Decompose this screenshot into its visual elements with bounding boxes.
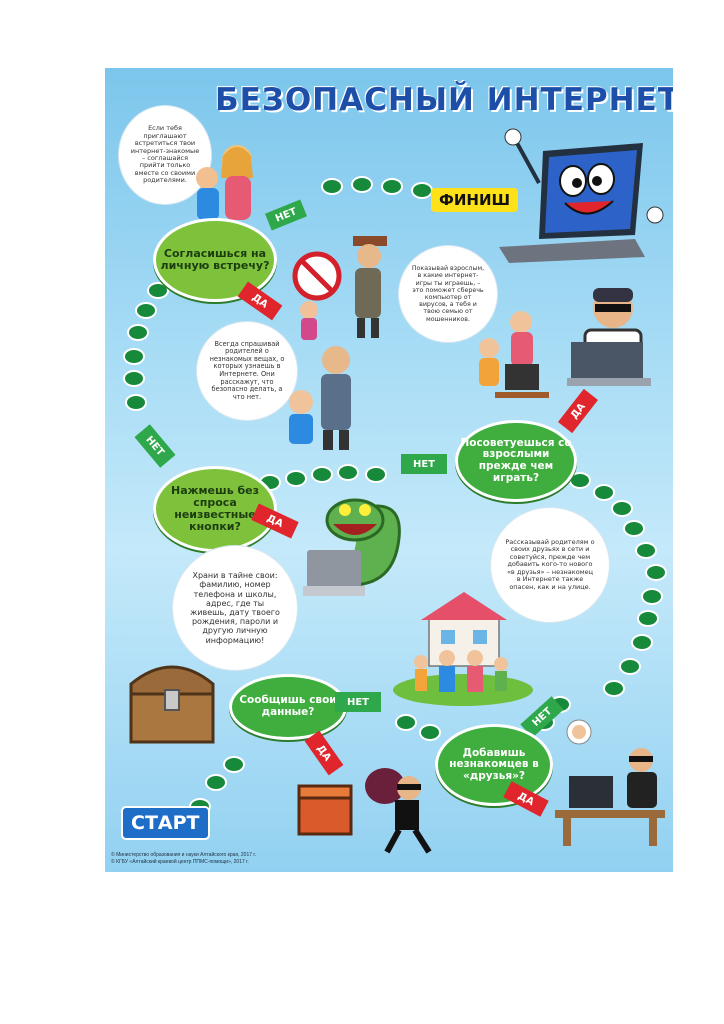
path-dot: [569, 472, 591, 489]
path-dot: [381, 178, 403, 195]
tip-secret-text: Храни в тайне свои: фамилию, номер телеф…: [190, 571, 280, 645]
path-dot: [623, 520, 645, 537]
tip-friends-bubble: Рассказывай родителям о своих друзьях в …: [491, 508, 609, 622]
path-dot: [603, 680, 625, 697]
page-title: БЕЗОПАСНЫЙ ИНТЕРНЕТ: [215, 82, 673, 118]
path-dot: [631, 634, 653, 651]
question-consult: Посоветуешься со взрослыми прежде чем иг…: [455, 420, 577, 502]
path-dot: [205, 774, 227, 791]
path-dot: [641, 588, 663, 605]
start-label: СТАРТ: [121, 806, 210, 840]
path-dot: [365, 466, 387, 483]
path-dot: [593, 484, 615, 501]
path-dot: [223, 756, 245, 773]
mother-child-icon: [196, 145, 253, 220]
question-data-text: Сообщишь свои данные?: [239, 694, 337, 718]
family-computer-icon: [479, 311, 549, 398]
robber-icon: [297, 768, 432, 854]
question-strangers: Добавишь незнакомцев в «друзья»?: [435, 724, 553, 806]
yes-arrow-label-3: ДА: [265, 512, 285, 530]
stranger-danger-icon: [292, 236, 387, 340]
tip-show-games-text: Показывай взрослым, в какие интернет-игр…: [411, 265, 485, 323]
monster-laptop-icon: [303, 498, 401, 596]
footer-line-2: © КГБУ «Алтайский краевой центр ППМС-пом…: [111, 858, 249, 865]
adult-child-icon: [289, 346, 351, 450]
finish-label: ФИНИШ: [431, 188, 519, 212]
tip-secret-bubble: Храни в тайне свои: фамилию, номер телеф…: [173, 546, 297, 670]
question-strangers-text: Добавишь незнакомцев в «друзья»?: [449, 746, 539, 782]
path-dot: [123, 370, 145, 387]
path-dot: [419, 724, 441, 741]
no-arrow-meet: НЕТ: [265, 199, 307, 231]
copyright-footer: © Министерство образования и науки Алтай…: [111, 852, 256, 865]
tip-friends-text: Рассказывай родителям о своих друзьях в …: [505, 537, 595, 591]
tip-show-games-bubble: Показывай взрослым, в какие интернет-игр…: [399, 246, 497, 342]
path-dot: [645, 564, 667, 581]
path-dot: [635, 542, 657, 559]
path-dot: [637, 610, 659, 627]
house-family-icon: [393, 592, 533, 706]
tip-ask-parents-text: Всегда спрашивай родителей о незнакомых …: [209, 339, 285, 401]
no-arrow-label: НЕТ: [273, 205, 299, 225]
tip-meet-bubble: Если тебя приглашают встретиться твои ин…: [119, 106, 211, 204]
path-dot: [123, 348, 145, 365]
path-dot: [135, 302, 157, 319]
treasure-chest-icon: [129, 665, 215, 744]
question-consult-text: Посоветуешься со взрослыми прежде чем иг…: [460, 436, 572, 484]
thief-laptop-icon: [567, 288, 651, 386]
path-dot: [619, 658, 641, 675]
path-dot: [127, 324, 149, 341]
path-dot: [147, 282, 169, 299]
path-dot: [351, 176, 373, 193]
tip-meet-text: Если тебя приглашают встретиться твои ин…: [130, 124, 200, 185]
laptop-mascot-icon: [499, 128, 664, 263]
poster: БЕЗОПАСНЫЙ ИНТЕРНЕТ ФИНИШ Если тебя приг…: [105, 68, 673, 872]
path-dot: [311, 466, 333, 483]
yes-arrow-label: ДА: [250, 291, 270, 311]
hacker-computer-icon: [555, 719, 665, 846]
footer-line-1: © Министерство образования и науки Алтай…: [111, 852, 256, 858]
question-data: Сообщишь свои данные?: [229, 674, 347, 740]
yes-arrow-label-5: ДА: [516, 790, 536, 808]
path-dot: [337, 464, 359, 481]
no-arrow-label-2: НЕТ: [412, 458, 436, 470]
path-dot: [321, 178, 343, 195]
path-dot: [411, 182, 433, 199]
yes-arrow-consult: ДА: [557, 388, 599, 434]
path-dot: [395, 714, 417, 731]
no-arrow-buttons: НЕТ: [134, 424, 176, 468]
path-dot: [125, 394, 147, 411]
no-arrow-label-4: НЕТ: [346, 696, 370, 708]
no-arrow-consult: НЕТ: [401, 454, 447, 474]
no-arrow-data: НЕТ: [335, 692, 381, 712]
no-arrow-label-3: НЕТ: [143, 434, 167, 458]
question-meet-text: Согласишься на личную встречу?: [160, 246, 270, 272]
path-dot: [611, 500, 633, 517]
question-buttons: Нажмешь без спроса неизвестные кнопки?: [153, 466, 277, 552]
tip-ask-parents-bubble: Всегда спрашивай родителей о незнакомых …: [197, 322, 297, 420]
path-dot: [285, 470, 307, 487]
yes-arrow-label-2: ДА: [568, 401, 588, 421]
question-buttons-text: Нажмешь без спроса неизвестные кнопки?: [170, 483, 260, 534]
